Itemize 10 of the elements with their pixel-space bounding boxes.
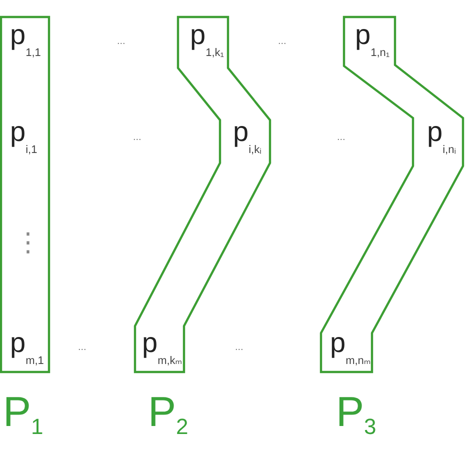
ellipsis: ... xyxy=(133,133,142,143)
ellipsis: ... xyxy=(337,133,346,143)
ellipsis: ... xyxy=(78,343,86,353)
partition-label: P$_{3}$ xyxy=(336,391,376,438)
ellipsis: ... xyxy=(235,343,244,353)
ellipsis: ... xyxy=(278,37,286,47)
partition-label: P$_{1}$ xyxy=(3,391,44,438)
vertical-ellipsis: ⋮ xyxy=(15,230,41,256)
ellipsis: ... xyxy=(117,37,126,47)
partition-label: P$_{2}$ xyxy=(148,391,188,438)
